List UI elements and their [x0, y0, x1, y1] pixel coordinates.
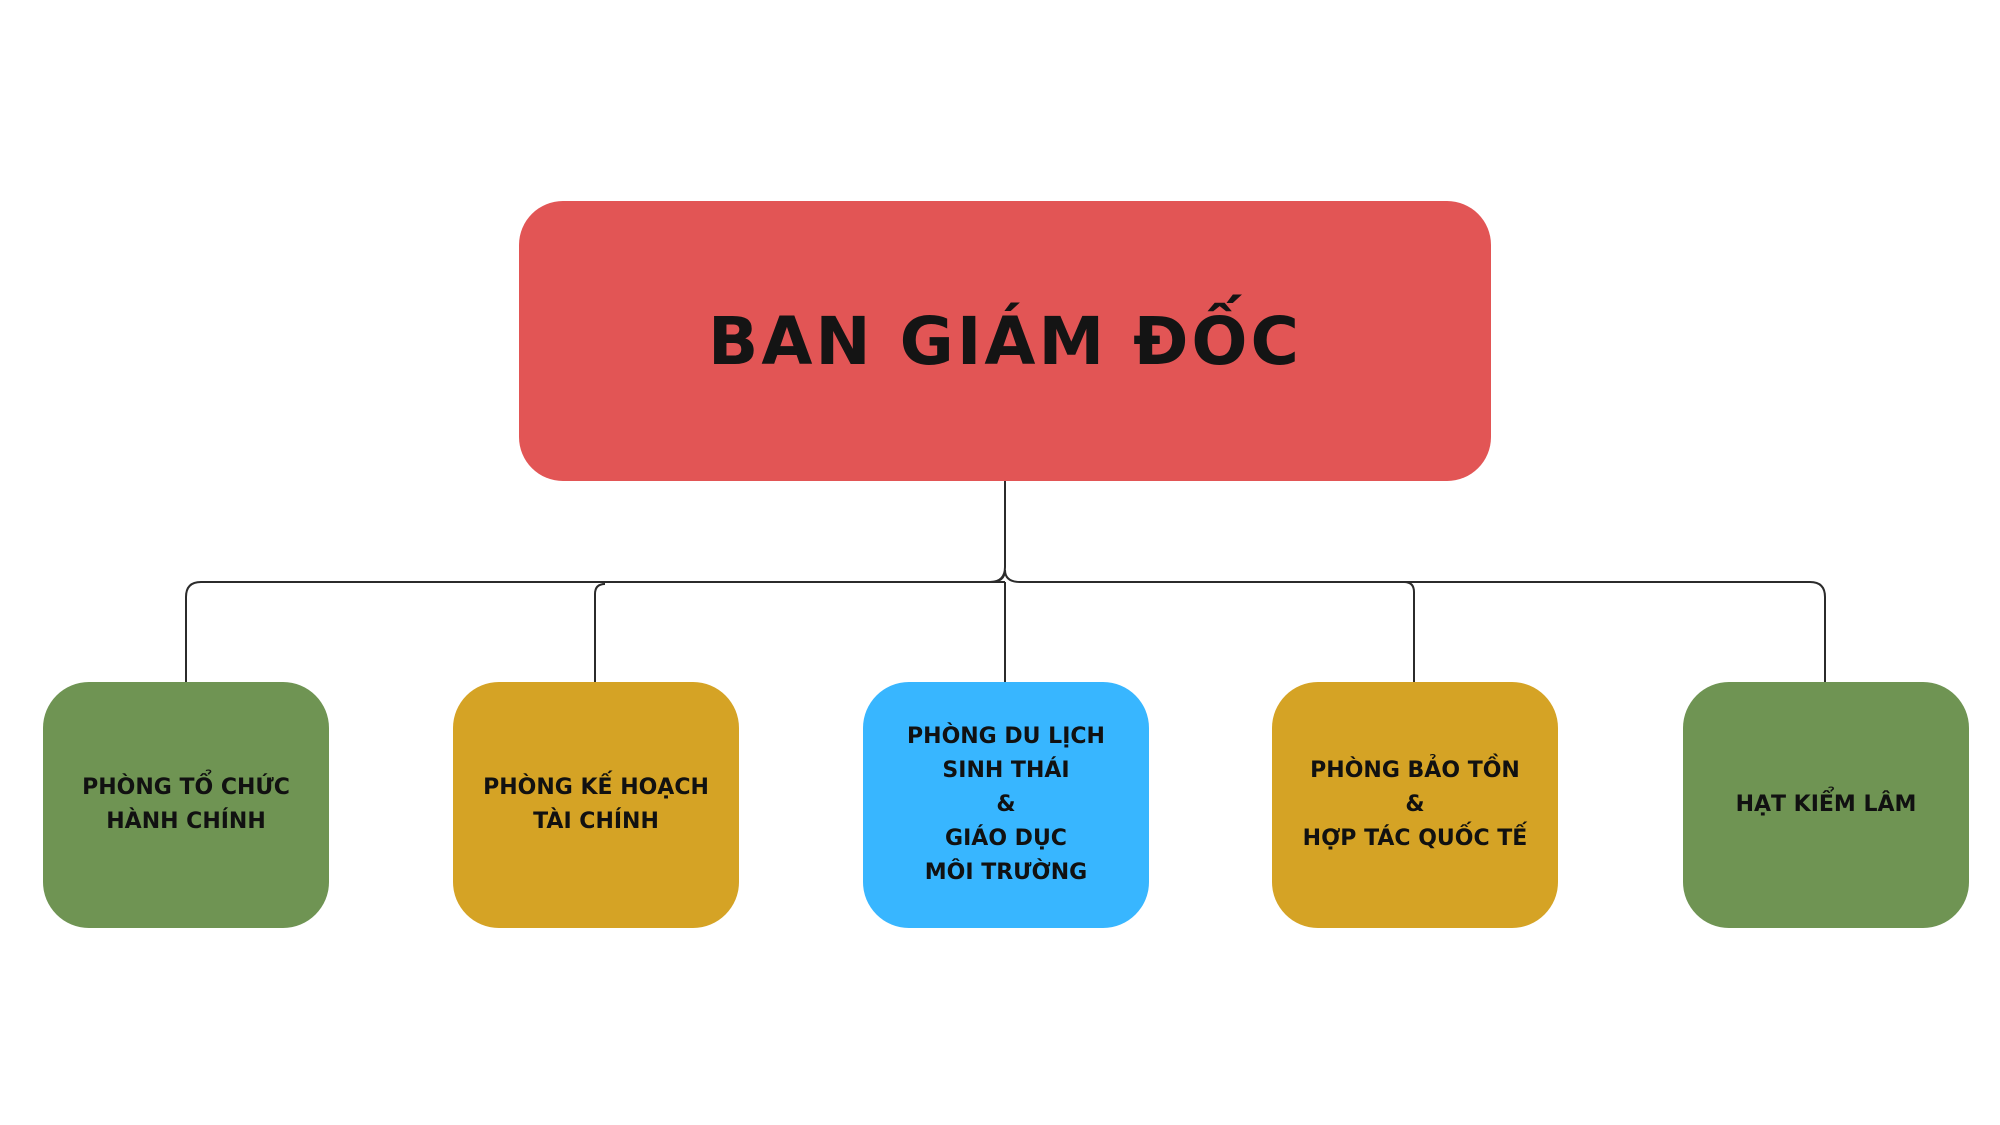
department-label-line: PHÒNG BẢO TỒN [1310, 758, 1520, 783]
department-label-line: PHÒNG DU LỊCH [907, 724, 1105, 749]
department-label-line: TÀI CHÍNH [533, 809, 659, 834]
branch-connector-2 [594, 583, 606, 682]
department-label-line: MÔI TRƯỜNG [924, 860, 1088, 885]
department-label-line: PHÒNG TỔ CHỨC [82, 775, 290, 800]
department-node-3: PHÒNG DU LỊCH SINH THÁI & GIÁO DỤC MÔI T… [863, 682, 1149, 928]
branch-connector-left [185, 569, 1006, 682]
department-label-line: & [1405, 792, 1425, 817]
department-node-5: HẠT KIỂM LÂM [1683, 682, 1969, 928]
department-node-4: PHÒNG BẢO TỒN & HỢP TÁC QUỐC TẾ [1272, 682, 1558, 928]
department-label-line: HÀNH CHÍNH [106, 809, 266, 834]
department-node-2: PHÒNG KẾ HOẠCH TÀI CHÍNH [453, 682, 739, 928]
department-label-line: SINH THÁI [942, 758, 1070, 783]
top-node-title: BAN GIÁM ĐỐC [708, 302, 1302, 380]
department-label-line: GIÁO DỤC [945, 826, 1067, 851]
top-node-board-of-directors: BAN GIÁM ĐỐC [519, 201, 1491, 481]
trunk-connector [989, 481, 1006, 583]
branch-connector-4 [1004, 569, 1415, 682]
branch-connector-right [1404, 581, 1826, 682]
department-label-line: HỢP TÁC QUỐC TẾ [1302, 826, 1528, 851]
department-node-1: PHÒNG TỔ CHỨC HÀNH CHÍNH [43, 682, 329, 928]
department-label-line: PHÒNG KẾ HOẠCH [483, 775, 709, 800]
department-label-line: HẠT KIỂM LÂM [1735, 792, 1917, 817]
department-label-line: & [996, 792, 1016, 817]
